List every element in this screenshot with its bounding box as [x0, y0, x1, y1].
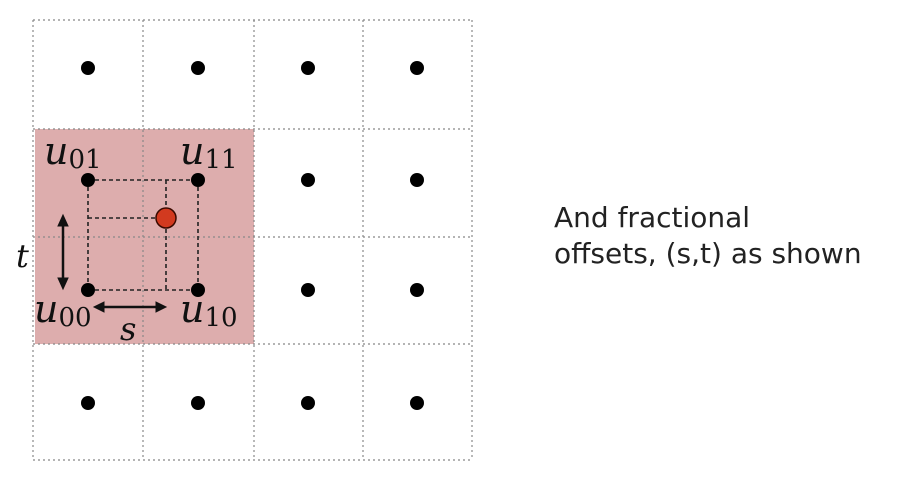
t-arrow-head-top: [57, 213, 69, 227]
label-s: s: [120, 310, 136, 348]
dot-r0-c0: [81, 61, 95, 75]
caption-line-2: offsets, (s,t) as shown: [554, 237, 862, 270]
dot-r2-c3: [410, 283, 424, 297]
caption: And fractional offsets, (s,t) as shown: [554, 200, 904, 272]
caption-line-1: And fractional: [554, 201, 751, 234]
dot-u00: [81, 283, 95, 297]
label-t: t: [16, 237, 29, 275]
dot-r1-c2: [301, 173, 315, 187]
s-arrow: [92, 301, 168, 313]
label-u10: u10: [180, 287, 238, 333]
t-arrow-head-bottom: [57, 277, 69, 291]
dot-u10: [191, 283, 205, 297]
sample-dots: [81, 61, 424, 410]
dot-r0-c1: [191, 61, 205, 75]
label-u11: u11: [180, 129, 238, 175]
s-arrow-head-left: [92, 301, 105, 313]
interpolation-lines: [87, 179, 199, 291]
dot-r3-c1: [191, 396, 205, 410]
label-u01: u01: [44, 129, 102, 175]
label-u00: u00: [34, 287, 92, 333]
s-arrow-head-right: [155, 301, 168, 313]
dot-r2-c2: [301, 283, 315, 297]
grid: [32, 19, 473, 461]
t-arrow: [57, 213, 69, 291]
dot-u11: [191, 173, 205, 187]
dot-r1-c3: [410, 173, 424, 187]
dot-r0-c2: [301, 61, 315, 75]
dot-r3-c3: [410, 396, 424, 410]
dot-r3-c0: [81, 396, 95, 410]
dot-r0-c3: [410, 61, 424, 75]
dot-r3-c2: [301, 396, 315, 410]
dot-u01: [81, 173, 95, 187]
sample-point: [155, 207, 177, 229]
